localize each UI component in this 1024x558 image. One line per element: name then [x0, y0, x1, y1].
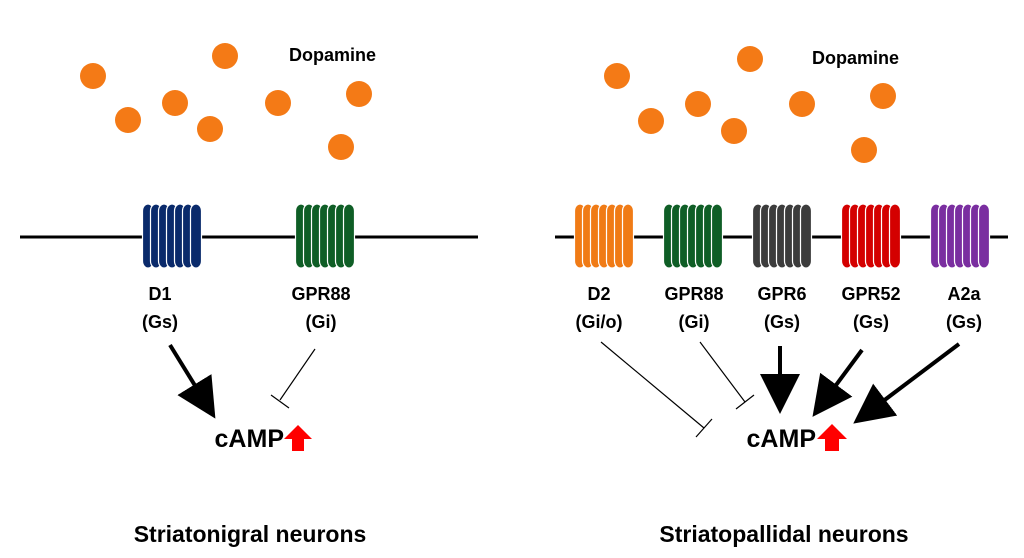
- inhibition-line: [279, 348, 316, 401]
- inhibition-bar: [695, 418, 713, 438]
- receptor-label: D1: [148, 284, 171, 304]
- receptor-d2: [573, 203, 635, 269]
- receptor-gpr6: [751, 203, 813, 269]
- dopamine-molecule: [265, 90, 291, 116]
- stimulation-arrow: [812, 348, 864, 417]
- inhibition-line: [600, 341, 705, 429]
- receptor-d1: [141, 203, 203, 269]
- inhibition-bar: [270, 394, 290, 409]
- receptor-label: GPR88: [291, 284, 350, 304]
- dopamine-molecule: [870, 83, 896, 109]
- dopamine-molecule: [851, 137, 877, 163]
- dopamine-molecule: [212, 43, 238, 69]
- receptor-gprotein: (Gs): [142, 312, 178, 332]
- panel-title: Striatopallidal neurons: [659, 521, 908, 547]
- receptor-gprotein: (Gi/o): [576, 312, 623, 332]
- camp-label: cAMP: [215, 425, 284, 453]
- receptor-gpr52: [840, 203, 902, 269]
- receptor-a2a: [929, 203, 991, 269]
- dopamine-molecule: [197, 116, 223, 142]
- receptor-gprotein: (Gs): [853, 312, 889, 332]
- dopamine-molecule: [737, 46, 763, 72]
- inhibition-bar: [735, 394, 755, 410]
- dopamine-label: Dopamine: [289, 45, 376, 65]
- camp-label: cAMP: [747, 425, 816, 453]
- receptor-gprotein: (Gi): [679, 312, 710, 332]
- receptor-gprotein: (Gi): [306, 312, 337, 332]
- receptor-gpr88: [294, 203, 356, 269]
- transmembrane-helix: [342, 203, 356, 269]
- receptor-gprotein: (Gs): [764, 312, 800, 332]
- transmembrane-helix: [977, 203, 991, 269]
- dopamine-molecules: [80, 43, 372, 160]
- panel-striatonigral: Dopamine D1 (Gs) GPR88 (Gi) cAMP Striato…: [20, 43, 478, 547]
- dopamine-molecule: [685, 91, 711, 117]
- increase-arrow-icon: [284, 425, 312, 451]
- transmembrane-helix: [799, 203, 813, 269]
- dopamine-molecule: [789, 91, 815, 117]
- dopamine-label: Dopamine: [812, 48, 899, 68]
- receptor-gpr88: [662, 203, 724, 269]
- dopamine-molecule: [604, 63, 630, 89]
- receptor-label: GPR6: [757, 284, 806, 304]
- inhibition-line: [699, 341, 746, 403]
- dopamine-molecule: [346, 81, 372, 107]
- transmembrane-helix: [888, 203, 902, 269]
- stimulation-arrow: [168, 343, 216, 419]
- dopamine-molecule: [721, 118, 747, 144]
- panel-striatopallidal: Dopamine D2 (Gi/o) GPR88 (Gi) GPR6 (Gs) …: [555, 46, 1008, 547]
- dopamine-molecule: [80, 63, 106, 89]
- stimulation-arrow: [853, 342, 961, 424]
- receptor-label: GPR88: [664, 284, 723, 304]
- dopamine-molecule: [638, 108, 664, 134]
- receptor-label: GPR52: [841, 284, 900, 304]
- receptor-label: A2a: [947, 284, 981, 304]
- transmembrane-helix: [189, 203, 203, 269]
- dopamine-molecules: [604, 46, 896, 163]
- panel-title: Striatonigral neurons: [134, 521, 367, 547]
- dopamine-molecule: [328, 134, 354, 160]
- dopamine-molecule: [115, 107, 141, 133]
- increase-arrow-icon: [817, 424, 847, 451]
- transmembrane-helix: [621, 203, 635, 269]
- dopamine-molecule: [162, 90, 188, 116]
- receptor-label: D2: [587, 284, 610, 304]
- receptor-gprotein: (Gs): [946, 312, 982, 332]
- transmembrane-helix: [710, 203, 724, 269]
